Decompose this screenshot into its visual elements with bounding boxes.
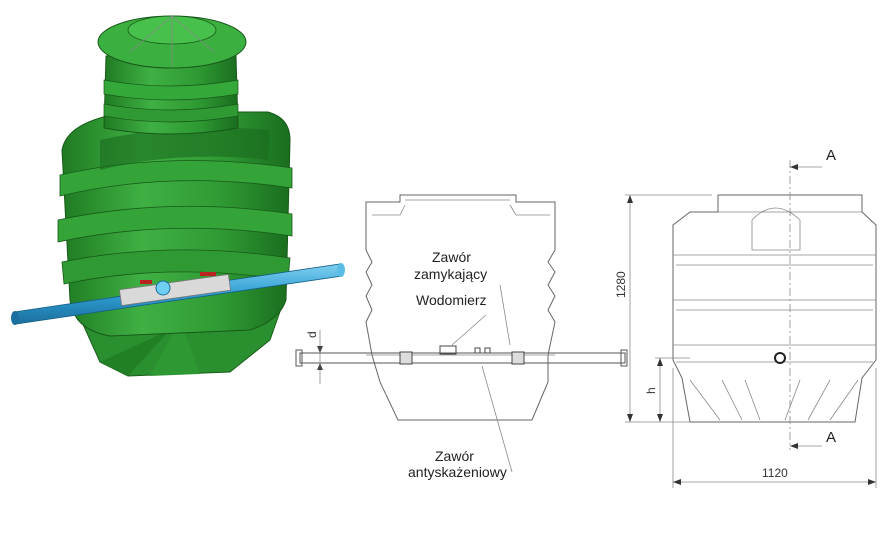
label-water-meter: Wodomierz <box>416 292 487 308</box>
label-shutoff-valve-2: zamykający <box>414 266 487 282</box>
tank-3d-render <box>11 15 345 377</box>
section-marker-top: A <box>826 147 836 164</box>
pipe-inlet-icon <box>774 352 786 364</box>
label-backflow-valve-1: Zawór <box>435 448 474 464</box>
water-pipe-3d <box>11 263 345 325</box>
valve-left-icon <box>399 351 413 365</box>
dim-pipe-height: h <box>644 387 658 394</box>
dim-pipe-diameter: d <box>305 331 319 338</box>
valve-handle-icon <box>200 272 216 276</box>
section-marker-bottom: A <box>826 429 836 446</box>
water-meter-3d-icon <box>155 280 171 296</box>
dim-height: 1280 <box>614 271 628 298</box>
dim-width: 1120 <box>762 466 788 480</box>
label-shutoff-valve-1: Zawór <box>432 249 471 265</box>
water-meter-icon <box>439 345 457 355</box>
label-backflow-valve-2: antyskażeniowy <box>408 464 507 480</box>
valve-handle-icon-2 <box>140 280 152 284</box>
cross-section-drawing <box>295 194 628 473</box>
side-elevation-drawing <box>625 160 877 488</box>
valve-right-icon <box>511 351 525 365</box>
